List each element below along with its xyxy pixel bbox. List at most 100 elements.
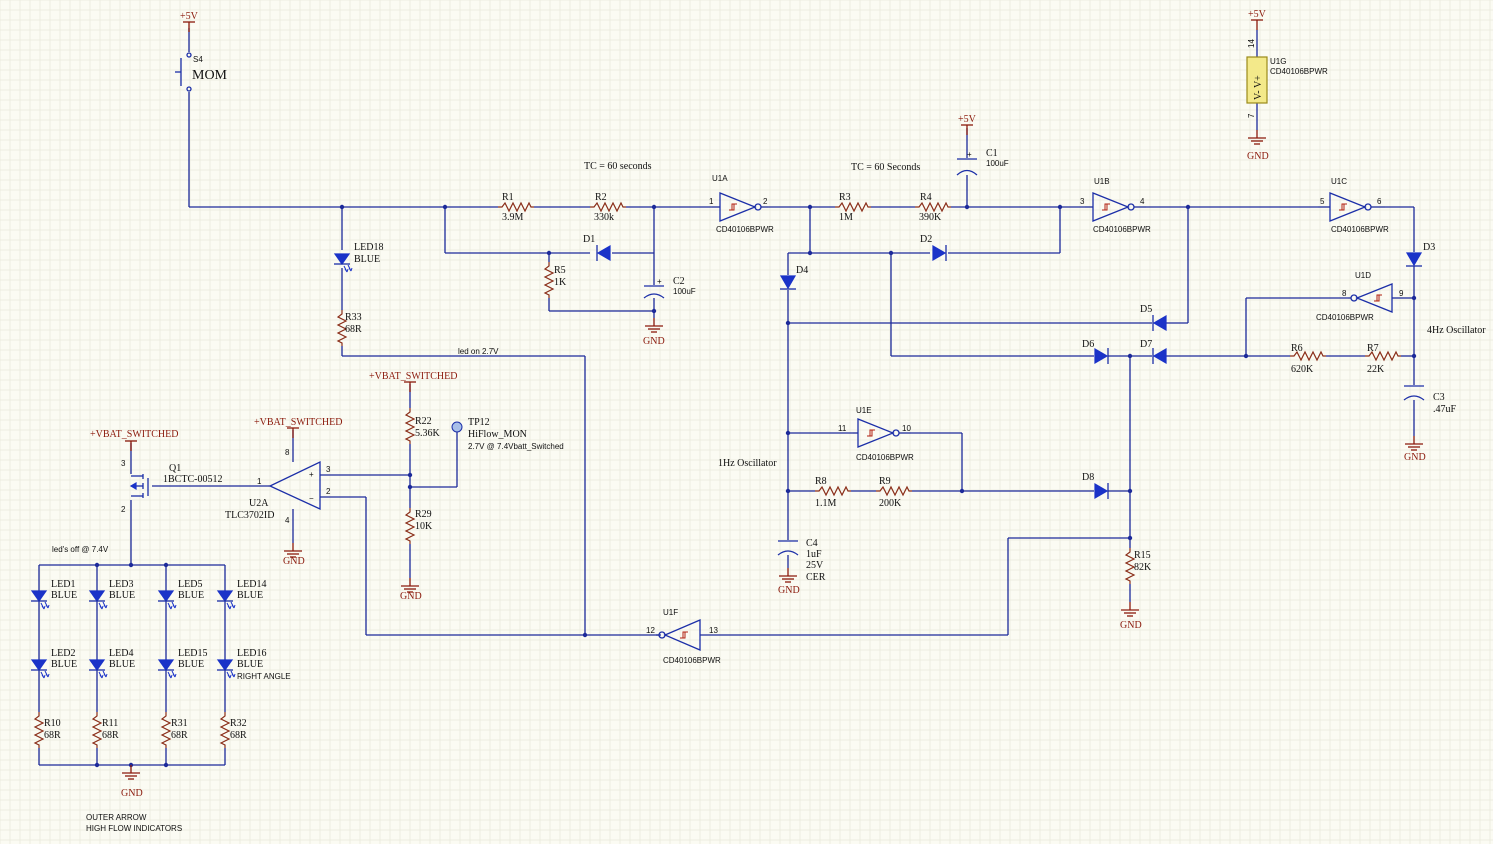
gnd-r29: GND xyxy=(400,577,422,602)
svg-text:LED5: LED5 xyxy=(178,579,202,590)
diode-d7: D7 xyxy=(1140,339,1167,365)
svg-text:C2: C2 xyxy=(673,276,685,287)
power-vbat-fet: +VBAT_SWITCHED xyxy=(90,429,178,452)
resistor-r8: R81.1M xyxy=(814,476,852,509)
switch-s4: S4 MOM xyxy=(175,52,228,92)
svg-text:GND: GND xyxy=(643,336,665,347)
resistor-r6: R6 620K xyxy=(1289,343,1327,375)
svg-text:+5V: +5V xyxy=(958,114,977,125)
svg-text:LED14: LED14 xyxy=(237,579,266,590)
svg-text:200K: 200K xyxy=(879,498,902,509)
svg-text:8: 8 xyxy=(285,448,290,457)
svg-text:14: 14 xyxy=(1247,39,1256,48)
svg-text:1BCTC-00512: 1BCTC-00512 xyxy=(163,474,222,485)
svg-text:CD40106BPWR: CD40106BPWR xyxy=(1093,225,1151,234)
fet-q1: 3 2 Q1 1BCTC-00512 xyxy=(121,459,222,514)
svg-text:HiFlow_MON: HiFlow_MON xyxy=(468,429,527,440)
power-plus5v-switch: +5V xyxy=(180,11,199,33)
svg-text:+: + xyxy=(309,470,314,479)
svg-text:R5: R5 xyxy=(554,265,566,276)
power-plus5v-c1: +5V xyxy=(958,114,977,136)
svg-text:R4: R4 xyxy=(920,192,932,203)
svg-text:7: 7 xyxy=(1247,113,1256,118)
capacitor-c3: C3 .47uF xyxy=(1403,385,1457,415)
svg-text:U1B: U1B xyxy=(1094,177,1110,186)
resistor-r1: R13.9M xyxy=(497,192,535,223)
power-plus5v-u1g: +5V xyxy=(1248,9,1267,31)
svg-text:82K: 82K xyxy=(1134,562,1152,573)
svg-text:Q1: Q1 xyxy=(169,463,181,474)
svg-text:3.9M: 3.9M xyxy=(502,212,524,223)
power-vbat-r22: +VBAT_SWITCHED xyxy=(369,371,457,393)
svg-text:+VBAT_SWITCHED: +VBAT_SWITCHED xyxy=(254,417,342,428)
svg-text:2: 2 xyxy=(121,505,126,514)
svg-text:U2A: U2A xyxy=(249,498,269,509)
led-led18: LED18 BLUE xyxy=(333,242,383,273)
svg-text:+: + xyxy=(657,277,662,286)
diode-d6: D6 xyxy=(1082,339,1109,365)
capacitor-c2: + C2 100uF xyxy=(643,276,696,299)
svg-text:S4: S4 xyxy=(193,55,203,64)
svg-text:10: 10 xyxy=(902,424,911,433)
svg-text:6: 6 xyxy=(1377,197,1382,206)
svg-text:620K: 620K xyxy=(1291,364,1314,375)
svg-text:390K: 390K xyxy=(919,212,942,223)
svg-text:BLUE: BLUE xyxy=(237,659,263,670)
svg-text:2.7V @ 7.4Vbatt_Switched: 2.7V @ 7.4Vbatt_Switched xyxy=(468,442,564,451)
svg-text:9: 9 xyxy=(1399,289,1404,298)
svg-text:LED18: LED18 xyxy=(354,242,383,253)
svg-text:68R: 68R xyxy=(171,730,188,741)
svg-text:5: 5 xyxy=(1320,197,1325,206)
gnd-leds: GND xyxy=(121,764,143,799)
svg-text:GND: GND xyxy=(283,556,305,567)
svg-text:CD40106BPWR: CD40106BPWR xyxy=(1316,313,1374,322)
svg-text:CD40106BPWR: CD40106BPWR xyxy=(663,656,721,665)
note-1hz: 1Hz Oscillator xyxy=(718,458,777,469)
svg-text:BLUE: BLUE xyxy=(178,659,204,670)
junctions xyxy=(94,204,1417,768)
led-column-wires xyxy=(38,565,226,765)
svg-text:R3: R3 xyxy=(839,192,851,203)
svg-text:R6: R6 xyxy=(1291,343,1303,354)
wires xyxy=(39,28,1415,766)
svg-text:R29: R29 xyxy=(415,509,432,520)
svg-text:CD40106BPWR: CD40106BPWR xyxy=(856,453,914,462)
svg-text:U1D: U1D xyxy=(1355,271,1371,280)
svg-text:.47uF: .47uF xyxy=(1433,404,1457,415)
svg-text:4: 4 xyxy=(1140,197,1145,206)
svg-text:CD40106BPWR: CD40106BPWR xyxy=(716,225,774,234)
svg-text:U1A: U1A xyxy=(712,174,728,183)
svg-text:D1: D1 xyxy=(583,234,595,245)
svg-text:R31: R31 xyxy=(171,718,188,729)
svg-text:R9: R9 xyxy=(879,476,891,487)
capacitor-c1: + C1 100uF xyxy=(956,148,1009,176)
svg-text:LED4: LED4 xyxy=(109,648,133,659)
svg-text:V- V+: V- V+ xyxy=(1253,75,1264,100)
note-tc2: TC = 60 Seconds xyxy=(851,162,920,173)
svg-text:8: 8 xyxy=(1342,289,1347,298)
gnd-c2: GND xyxy=(643,317,665,347)
svg-text:MOM: MOM xyxy=(192,68,228,83)
svg-text:D4: D4 xyxy=(796,265,808,276)
gnd-r15: GND xyxy=(1120,601,1142,631)
svg-text:+5V: +5V xyxy=(180,11,199,22)
svg-text:1: 1 xyxy=(709,197,714,206)
svg-text:−: − xyxy=(309,494,314,503)
svg-text:GND: GND xyxy=(1247,151,1269,162)
svg-text:C3: C3 xyxy=(1433,392,1445,403)
svg-text:1.1M: 1.1M xyxy=(815,498,837,509)
svg-text:100uF: 100uF xyxy=(986,159,1009,168)
svg-text:LED2: LED2 xyxy=(51,648,75,659)
